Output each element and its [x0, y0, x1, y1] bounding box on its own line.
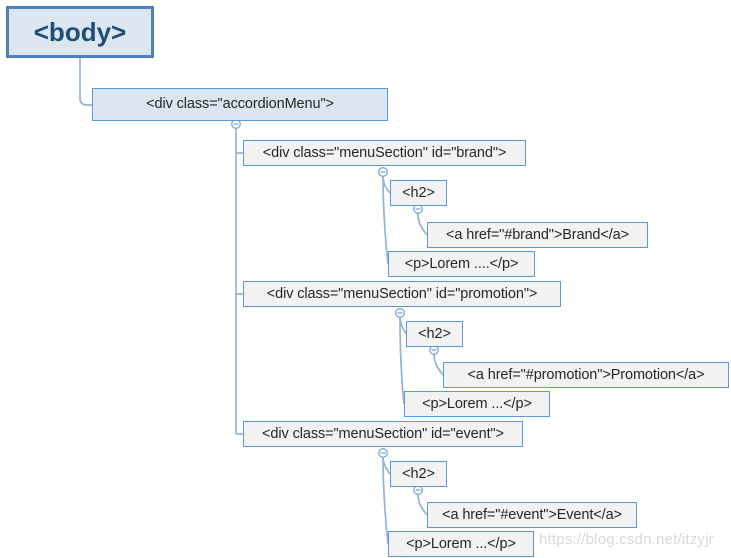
node-label: <div class="accordionMenu">: [146, 96, 334, 113]
connector-event-to-h2: [382, 457, 391, 475]
node-a-brand[interactable]: <a href="#brand">Brand</a>: [427, 222, 648, 248]
node-sec-promotion[interactable]: <div class="menuSection" id="promotion">: [243, 281, 561, 307]
node-a-event[interactable]: <a href="#event">Event</a>: [427, 502, 637, 528]
node-label: <h2>: [402, 465, 435, 482]
node-label: <div class="menuSection" id="event">: [262, 425, 504, 442]
node-p-promotion[interactable]: <p>Lorem ...</p>: [404, 391, 550, 417]
collapse-icon-brand: [378, 167, 388, 177]
connector-h2event-to-a: [417, 492, 428, 516]
connector-brand-to-h2: [382, 176, 391, 194]
connector-body-to-accordionmenu: [79, 58, 92, 106]
node-label: <div class="menuSection" id="brand">: [262, 144, 507, 161]
node-accordionmenu[interactable]: <div class="accordionMenu">: [92, 88, 388, 121]
node-a-promotion[interactable]: <a href="#promotion">Promotion</a>: [443, 362, 729, 388]
node-sec-event[interactable]: <div class="menuSection" id="event">: [243, 421, 523, 447]
node-h2-promotion[interactable]: <h2>: [406, 321, 463, 347]
connector-h2promotion-to-a: [433, 352, 444, 376]
collapse-icon-promotion: [395, 308, 405, 318]
node-label: <div class="menuSection" id="promotion">: [266, 285, 538, 302]
node-h2-event[interactable]: <h2>: [390, 461, 447, 487]
node-p-brand[interactable]: <p>Lorem ....</p>: [388, 251, 535, 277]
node-sec-brand[interactable]: <div class="menuSection" id="brand">: [243, 140, 526, 166]
node-label: <h2>: [418, 325, 451, 342]
node-label: <a href="#promotion">Promotion</a>: [467, 366, 705, 383]
collapse-icon-event: [378, 448, 388, 458]
node-label: <p>Lorem ....</p>: [404, 255, 519, 272]
node-label: <h2>: [402, 184, 435, 201]
node-label: <p>Lorem ...</p>: [406, 535, 516, 552]
connector-h2brand-to-a: [417, 211, 428, 236]
node-label: <body>: [33, 17, 127, 47]
node-h2-brand[interactable]: <h2>: [390, 180, 447, 206]
node-label: <a href="#brand">Brand</a>: [445, 226, 630, 243]
node-label: <a href="#event">Event</a>: [442, 506, 622, 523]
watermark: https://blog.csdn.net/itzyjr: [539, 531, 714, 548]
node-p-event[interactable]: <p>Lorem ...</p>: [388, 531, 534, 557]
node-body[interactable]: <body>: [6, 6, 154, 58]
node-label: <p>Lorem ...</p>: [422, 395, 532, 412]
